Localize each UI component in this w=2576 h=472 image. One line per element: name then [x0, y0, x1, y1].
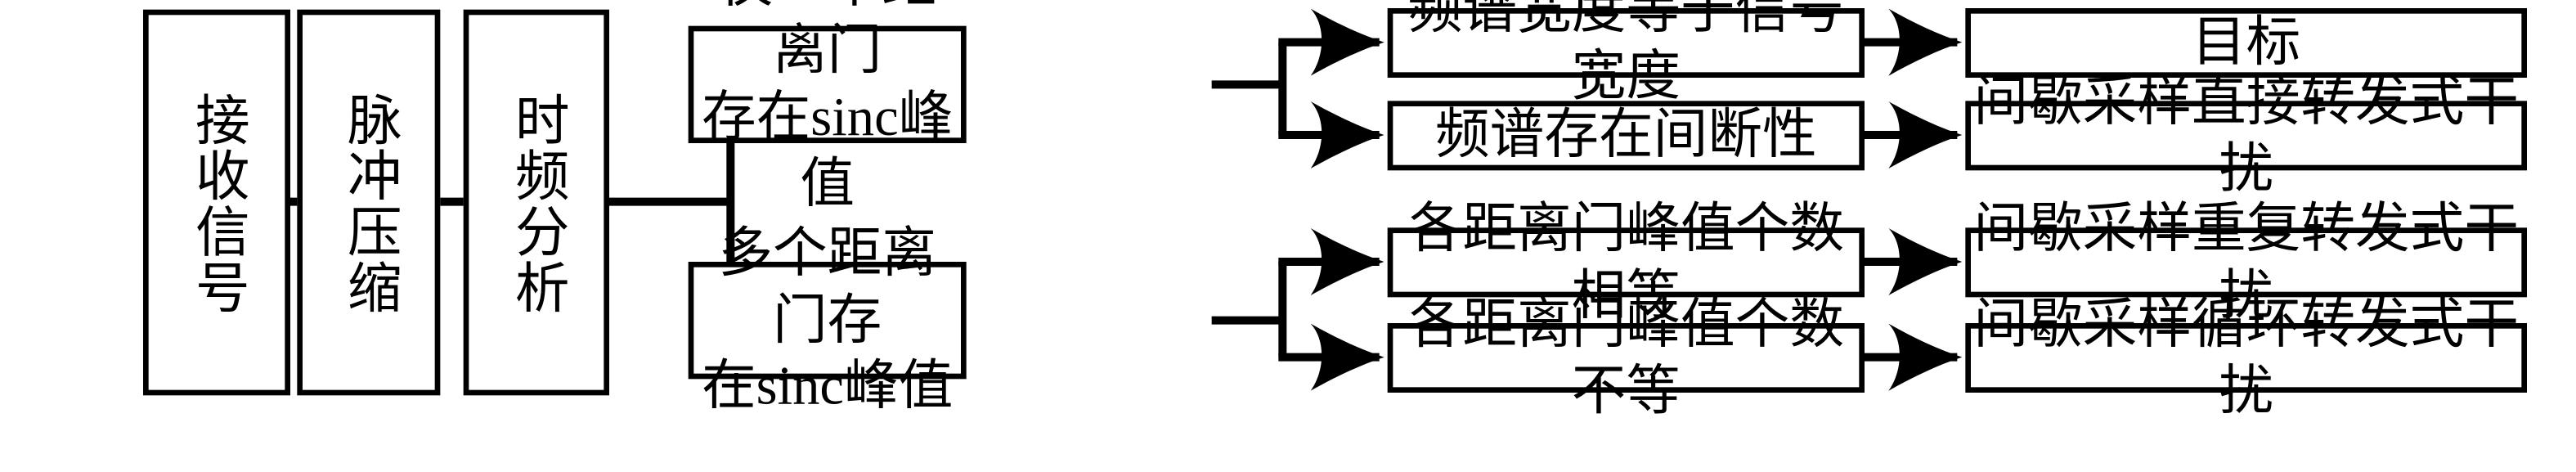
feature-peak-counts-equal[interactable]: 各距离门峰值个数相等 — [1387, 197, 1865, 326]
feature-spectrum-width-equals-signal-width[interactable]: 频谱宽度等于信号宽度 — [1387, 0, 1865, 106]
branch-single-range-gate-line2: 存在sinc峰值 — [701, 86, 954, 214]
result-direct-forward-jamming-label: 间歇采样直接转发式干扰 — [1973, 70, 2519, 199]
result-repeat-forward-jamming-label: 间歇采样重复转发式干扰 — [1973, 197, 2519, 326]
stage-time-frequency-analysis-label: 时频分析 — [506, 90, 568, 315]
feature-spectrum-width-equals-signal-width-label: 频谱宽度等于信号宽度 — [1407, 0, 1844, 106]
feature-spectrum-discontinuity[interactable]: 频谱存在间断性 — [1387, 101, 1865, 171]
branch-multiple-range-gates[interactable]: 多个距离门存 在sinc峰值 — [688, 222, 967, 416]
branch-multiple-range-gates-line1: 多个距离门存 — [718, 222, 936, 350]
stage-received-signal[interactable]: 接收信号 — [143, 9, 290, 396]
feature-peak-counts-unequal-label: 各距离门峰值个数不等 — [1407, 292, 1844, 421]
feature-peak-counts-equal-label: 各距离门峰值个数相等 — [1407, 197, 1844, 326]
branch-multiple-range-gates-line2: 在sinc峰值 — [701, 355, 954, 417]
result-cyclic-forward-jamming-label: 间歇采样循环转发式干扰 — [1973, 292, 2519, 421]
feature-peak-counts-unequal[interactable]: 各距离门峰值个数不等 — [1387, 293, 1865, 420]
stage-pulse-compression-label: 脉冲压缩 — [339, 90, 401, 315]
stage-time-frequency-analysis[interactable]: 时频分析 — [463, 9, 609, 396]
result-target[interactable]: 目标 — [1965, 8, 2527, 78]
branch-single-range-gate-line1: 仅一个距离门 — [718, 0, 936, 81]
feature-spectrum-discontinuity-label: 频谱存在间断性 — [1435, 103, 1817, 165]
result-cyclic-forward-jamming[interactable]: 间歇采样循环转发式干扰 — [1965, 293, 2527, 420]
result-repeat-forward-jamming[interactable]: 间歇采样重复转发式干扰 — [1965, 197, 2527, 326]
stage-pulse-compression[interactable]: 脉冲压缩 — [297, 9, 441, 396]
result-direct-forward-jamming[interactable]: 间歇采样直接转发式干扰 — [1965, 70, 2527, 199]
branch-single-range-gate[interactable]: 仅一个距离门 存在sinc峰值 — [688, 0, 967, 214]
result-target-label: 目标 — [2192, 11, 2301, 73]
stage-received-signal-label: 接收信号 — [187, 90, 249, 315]
